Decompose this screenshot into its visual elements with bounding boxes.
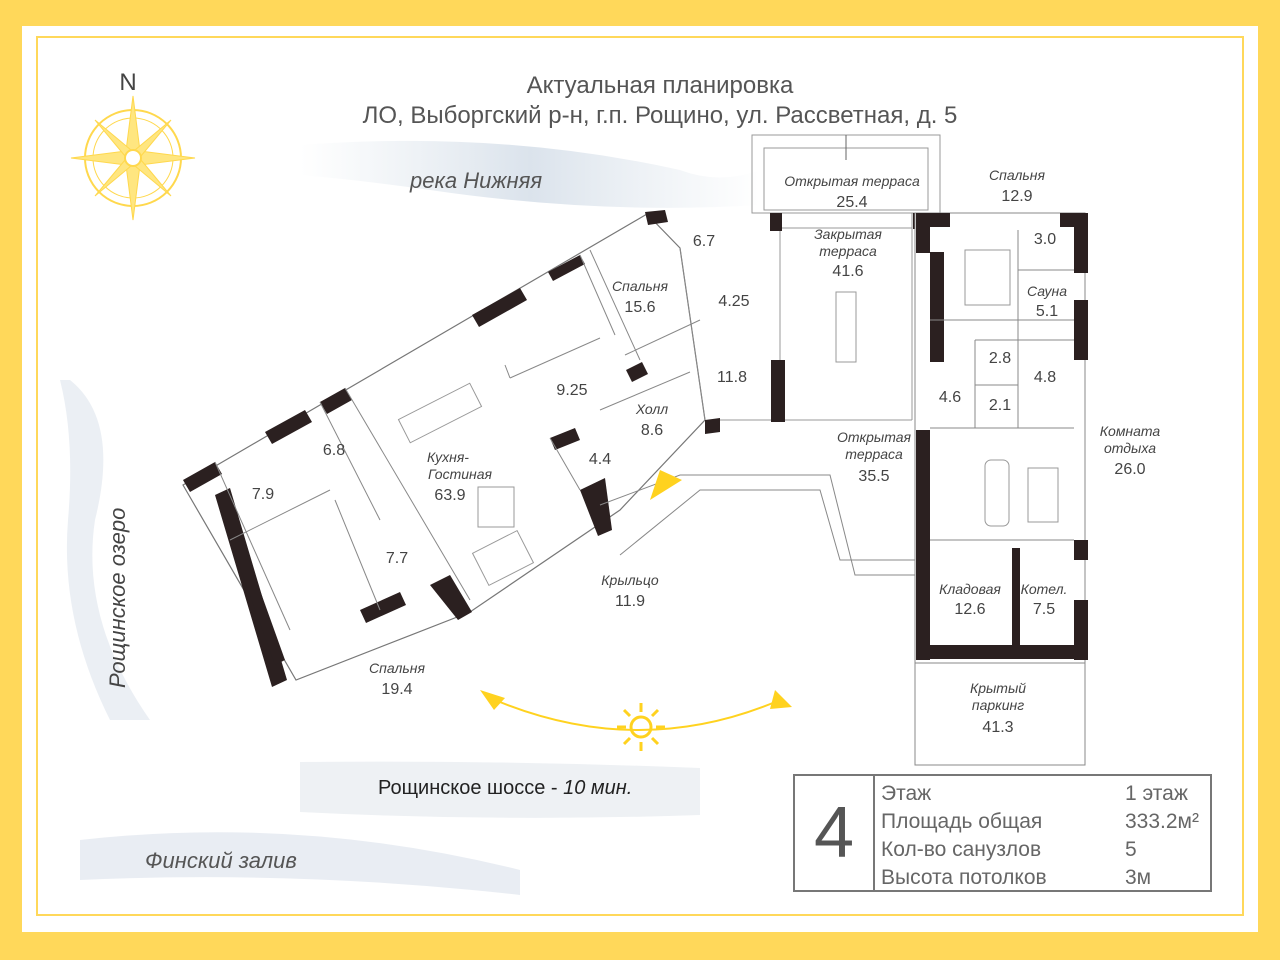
dining-table-terrace — [835, 291, 857, 363]
label-open-terrace-mid-name2: терраса — [845, 446, 903, 462]
road-label: Рощинское шоссе - 10 мин. — [378, 777, 632, 800]
label-room-79: 7.9 — [252, 486, 274, 503]
compass — [70, 95, 196, 221]
road-wash — [300, 761, 700, 818]
label-lounge-name1: Комната — [1100, 423, 1161, 439]
label-bedroom-top-right-area: 12.9 — [1001, 188, 1032, 205]
river-wash — [300, 140, 760, 208]
height-label: Высота потолков — [881, 866, 1047, 889]
label-room-48: 4.8 — [1034, 369, 1056, 386]
label-room-68: 6.8 — [323, 442, 345, 459]
label-room-30: 3.0 — [1034, 231, 1056, 248]
label-room-67: 6.7 — [693, 233, 715, 250]
label-boiler-area: 7.5 — [1033, 601, 1055, 618]
label-storage-name: Кладовая — [939, 581, 1001, 597]
header-line2: ЛО, Выборгский р-н, г.п. Рощино, ул. Рас… — [362, 102, 958, 129]
label-lounge-area: 26.0 — [1114, 461, 1145, 478]
area-label: Площадь общая — [881, 810, 1043, 833]
label-closed-terrace-name1: Закрытая — [814, 226, 882, 242]
label-hall-name: Холл — [635, 401, 668, 417]
road-time: 10 мин. — [563, 777, 633, 799]
baths-value: 5 — [1125, 838, 1137, 861]
label-parking-name1: Крытый — [970, 680, 1026, 696]
floor-label: Этаж — [881, 782, 932, 805]
entry-arrow — [650, 470, 682, 500]
label-lounge-name2: отдыха — [1104, 440, 1156, 456]
dining-table-left — [397, 382, 483, 444]
label-kitchen-name2: Гостиная — [428, 466, 493, 482]
center-terraces — [720, 134, 941, 422]
bed-right — [964, 249, 1011, 306]
area-value: 333.2м² — [1125, 810, 1199, 833]
gulf-label: Финский залив — [145, 848, 297, 873]
label-room-46: 4.6 — [939, 389, 961, 406]
floor-number: 4 — [795, 776, 875, 890]
label-sauna-area: 5.1 — [1036, 303, 1058, 320]
room-labels: Открытая терраса 25.4 Спальня 12.9 Закры… — [252, 167, 1161, 736]
label-closed-terrace-name2: терраса — [819, 243, 877, 259]
label-bedroom-top-right-name: Спальня — [989, 167, 1045, 183]
label-parking-name2: паркинг — [972, 697, 1024, 713]
label-room-425: 4.25 — [718, 293, 749, 310]
header-line1: Актуальная планировка — [526, 72, 794, 99]
sun-path — [480, 690, 792, 751]
baths-label: Кол-во санузлов — [881, 838, 1042, 861]
lake-label: Рощинское озеро — [105, 508, 130, 688]
label-bedroom-156-area: 15.6 — [624, 299, 655, 316]
label-hall-area: 8.6 — [641, 422, 663, 439]
label-room-28: 2.8 — [989, 350, 1011, 367]
height-value: 3м — [1125, 866, 1152, 889]
label-storage-area: 12.6 — [954, 601, 985, 618]
label-room-21: 2.1 — [989, 397, 1011, 414]
label-open-terrace-mid-area: 35.5 — [858, 468, 889, 485]
label-room-925: 9.25 — [556, 382, 587, 399]
sofa-left — [471, 529, 535, 587]
label-room-118: 11.8 — [717, 369, 747, 386]
dining-table-right — [1027, 467, 1059, 523]
label-kitchen-area: 63.9 — [434, 487, 465, 504]
label-bedroom-156-name: Спальня — [612, 278, 668, 294]
label-closed-terrace-area: 41.6 — [832, 263, 863, 280]
label-open-terrace-top-area: 25.4 — [836, 194, 867, 211]
label-room-44: 4.4 — [589, 451, 611, 468]
label-open-terrace-top-name: Открытая терраса — [784, 173, 920, 189]
label-boiler-name: Котел. — [1021, 581, 1068, 597]
river-label: река Нижняя — [410, 168, 543, 193]
label-sauna-name: Сауна — [1027, 283, 1067, 299]
road-name: Рощинское шоссе - — [378, 777, 564, 799]
compass-north-label: N — [119, 69, 136, 96]
info-panel: 4 Этаж 1 этаж Площадь общая 333.2м² Кол-… — [793, 774, 1212, 892]
label-open-terrace-mid-name1: Открытая — [837, 429, 912, 445]
label-bedroom-194-area: 19.4 — [381, 681, 412, 698]
right-wing — [914, 212, 1088, 766]
gulf-wash — [80, 832, 520, 895]
coffee-table — [477, 486, 515, 528]
label-bedroom-194-name: Спальня — [369, 660, 425, 676]
label-parking-area: 41.3 — [982, 719, 1013, 736]
porch-path — [599, 474, 915, 576]
left-wing — [182, 210, 720, 687]
sofa-right — [984, 459, 1010, 527]
lake-wash — [60, 380, 150, 720]
label-room-77: 7.7 — [386, 550, 408, 567]
label-porch-name: Крыльцо — [601, 572, 659, 588]
floor-value: 1 этаж — [1125, 782, 1188, 805]
label-kitchen-name1: Кухня- — [427, 449, 469, 465]
label-porch-area: 11.9 — [615, 593, 645, 610]
